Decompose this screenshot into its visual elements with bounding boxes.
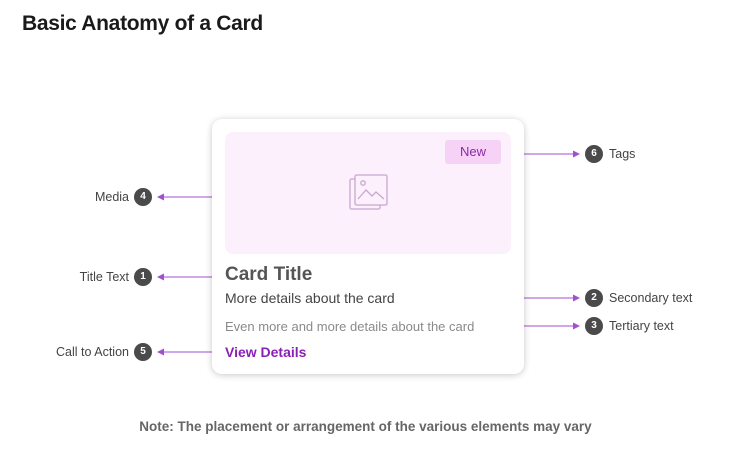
annotation-badge-2: 2 [585, 289, 603, 307]
annotation-label-media: Media [94, 190, 129, 204]
annotation-label-tertiary-text: Tertiary text [609, 319, 674, 333]
page-title: Basic Anatomy of a Card [22, 12, 263, 35]
annotation-badge-5: 5 [134, 343, 152, 361]
annotation-badge-4: 4 [134, 188, 152, 206]
annotation-label-call-to-action: Call to Action [56, 345, 129, 359]
annotation-badge-1: 1 [134, 268, 152, 286]
annotation-label-tags: Tags [609, 147, 636, 161]
annotation-label-title-text: Title Text [79, 270, 129, 284]
footnote: Note: The placement or arrangement of th… [139, 419, 592, 434]
card-media: New [225, 132, 511, 254]
annotation-badge-6: 6 [585, 145, 603, 163]
annotation-label-secondary-text: Secondary text [609, 291, 693, 305]
card-tertiary-text: Even more and more details about the car… [225, 319, 475, 334]
card-title: Card Title [225, 264, 313, 285]
image-placeholder-icon [349, 174, 389, 217]
view-details-link[interactable]: View Details [225, 344, 307, 360]
card-secondary-text: More details about the card [225, 290, 395, 306]
tag-badge: New [445, 140, 501, 164]
annotation-badge-3: 3 [585, 317, 603, 335]
sample-card: New Card Title More details about the ca… [212, 119, 524, 374]
